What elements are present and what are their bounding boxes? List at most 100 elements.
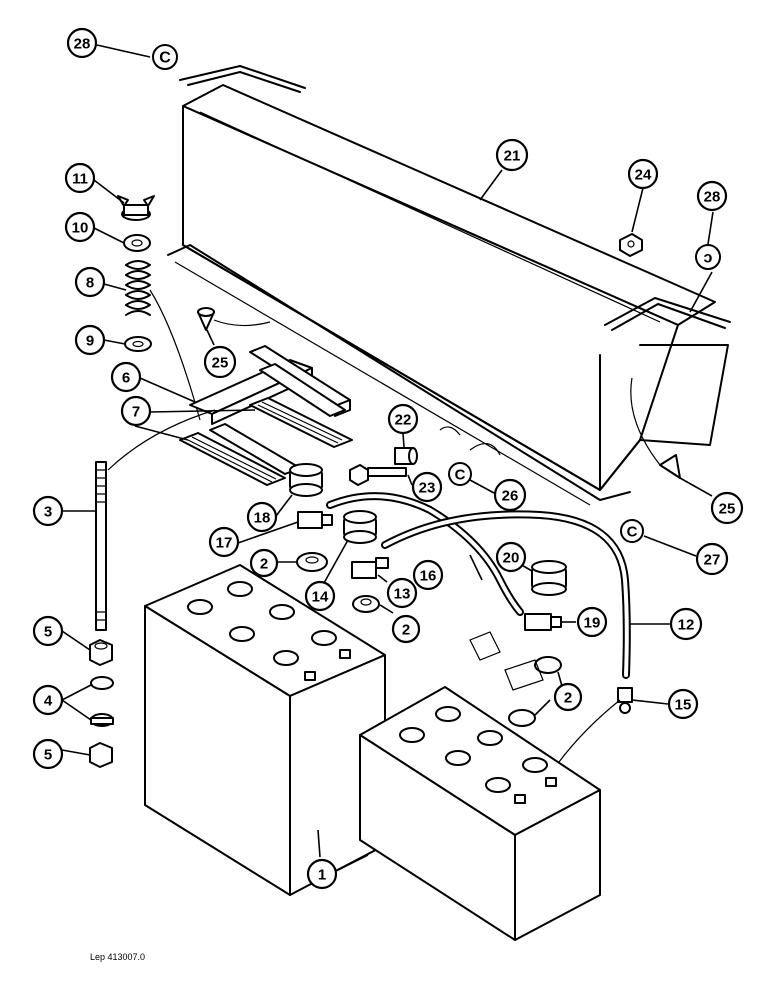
hose-16 — [326, 492, 524, 616]
hidden-line-spring — [149, 289, 201, 421]
nut-5-upper — [89, 639, 113, 666]
callout-28-top-left: 28 — [66, 27, 98, 59]
bolt-23 — [349, 464, 407, 486]
callout-26: 26 — [493, 478, 527, 512]
figure-reference: Lep 413007.0 — [90, 952, 146, 962]
callout-5-upper: 5 — [32, 615, 64, 647]
callout-22: 22 — [387, 403, 419, 435]
grommet-2-a — [296, 552, 328, 572]
svg-text:10: 10 — [72, 220, 89, 237]
rubber-strip-upper — [249, 397, 353, 448]
nut-24 — [619, 233, 643, 257]
grommet-2-b — [352, 595, 380, 613]
callout-11: 11 — [64, 162, 96, 194]
elbow-fitting-13 — [351, 557, 389, 579]
hose-fitting-15 — [617, 687, 633, 714]
svg-text:23: 23 — [419, 480, 436, 497]
svg-text:25: 25 — [719, 501, 736, 518]
svg-text:2: 2 — [402, 622, 410, 639]
callout-20: 20 — [495, 541, 527, 573]
svg-text:18: 18 — [254, 510, 271, 527]
grommet-2-c — [508, 656, 562, 727]
svg-text:5: 5 — [44, 747, 52, 764]
cone-plug-left — [197, 307, 271, 331]
battery-cover — [167, 84, 729, 506]
svg-text:C: C — [159, 50, 171, 67]
spacer-22 — [394, 447, 418, 465]
c-clip-icon-28b: ɔ — [695, 244, 721, 270]
callout-4: 4 — [32, 684, 64, 716]
threaded-rod-3 — [95, 461, 107, 631]
fitting-ghost-2 — [504, 659, 544, 691]
svg-text:12: 12 — [678, 617, 695, 634]
svg-text:26: 26 — [502, 488, 519, 505]
svg-text:ɔ: ɔ — [704, 250, 713, 267]
svg-text:20: 20 — [503, 550, 520, 567]
callout-13: 13 — [386, 577, 418, 609]
callout-1: 1 — [306, 858, 338, 890]
callout-7: 7 — [120, 395, 152, 427]
svg-text:C: C — [455, 467, 466, 484]
c-clip-icon-26: C — [448, 462, 472, 486]
svg-text:9: 9 — [86, 333, 94, 350]
wing-nut-11 — [117, 195, 155, 221]
svg-text:28: 28 — [704, 189, 721, 206]
callout-17: 17 — [208, 526, 240, 558]
svg-text:11: 11 — [72, 171, 88, 188]
elbow-fitting-17 — [297, 511, 333, 529]
fitting-ghost — [469, 631, 501, 661]
callout-2-a: 2 — [249, 548, 279, 578]
hose-12 — [381, 510, 631, 679]
svg-text:25: 25 — [212, 355, 229, 372]
svg-text:3: 3 — [44, 504, 52, 521]
callout-5-lower: 5 — [32, 738, 64, 770]
spring-8 — [125, 260, 151, 316]
callout-8: 8 — [74, 266, 106, 298]
callout-27: 27 — [695, 542, 729, 576]
callout-25-right: 25 — [710, 491, 744, 525]
callout-2-b: 2 — [391, 614, 421, 644]
callout-14: 14 — [304, 580, 336, 612]
svg-text:19: 19 — [584, 615, 601, 632]
svg-text:1: 1 — [318, 867, 326, 884]
svg-text:5: 5 — [44, 624, 52, 641]
svg-text:28: 28 — [74, 36, 91, 53]
clip-top-left — [179, 65, 306, 93]
svg-text:21: 21 — [504, 148, 521, 165]
vent-cap-14 — [343, 510, 377, 544]
callout-9: 9 — [74, 324, 106, 356]
callout-21: 21 — [495, 138, 529, 172]
vent-cap-18 — [289, 463, 323, 497]
hidden-line-rod — [107, 409, 216, 471]
callout-23: 23 — [411, 471, 443, 503]
elbow-fitting-19 — [524, 613, 562, 631]
callout-12: 12 — [669, 607, 703, 641]
washer-4-a — [90, 676, 114, 690]
rubber-strip-lower — [179, 432, 286, 486]
c-clip-icon-28a: C — [152, 44, 178, 70]
svg-text:2: 2 — [564, 690, 572, 707]
cone-plug-right — [630, 377, 681, 479]
battery-lower — [359, 686, 601, 941]
callout-10: 10 — [64, 211, 96, 243]
clip-top-right — [604, 297, 731, 331]
c-clip-icon-27: C — [620, 519, 644, 543]
svg-text:7: 7 — [132, 404, 140, 421]
callout-18: 18 — [246, 501, 278, 533]
svg-text:13: 13 — [394, 586, 411, 603]
washer-9 — [124, 336, 152, 352]
svg-text:27: 27 — [704, 552, 721, 569]
callout-3: 3 — [32, 495, 64, 527]
svg-text:24: 24 — [635, 167, 652, 184]
battery-upper — [144, 564, 386, 896]
svg-text:14: 14 — [312, 589, 329, 606]
callout-15: 15 — [667, 688, 699, 720]
nut-5-lower — [89, 742, 113, 768]
callout-19: 19 — [576, 606, 608, 638]
svg-text:15: 15 — [675, 697, 692, 714]
svg-text:22: 22 — [395, 412, 412, 429]
svg-text:16: 16 — [420, 568, 437, 585]
svg-text:6: 6 — [122, 370, 130, 387]
vent-cap-20 — [531, 560, 567, 596]
